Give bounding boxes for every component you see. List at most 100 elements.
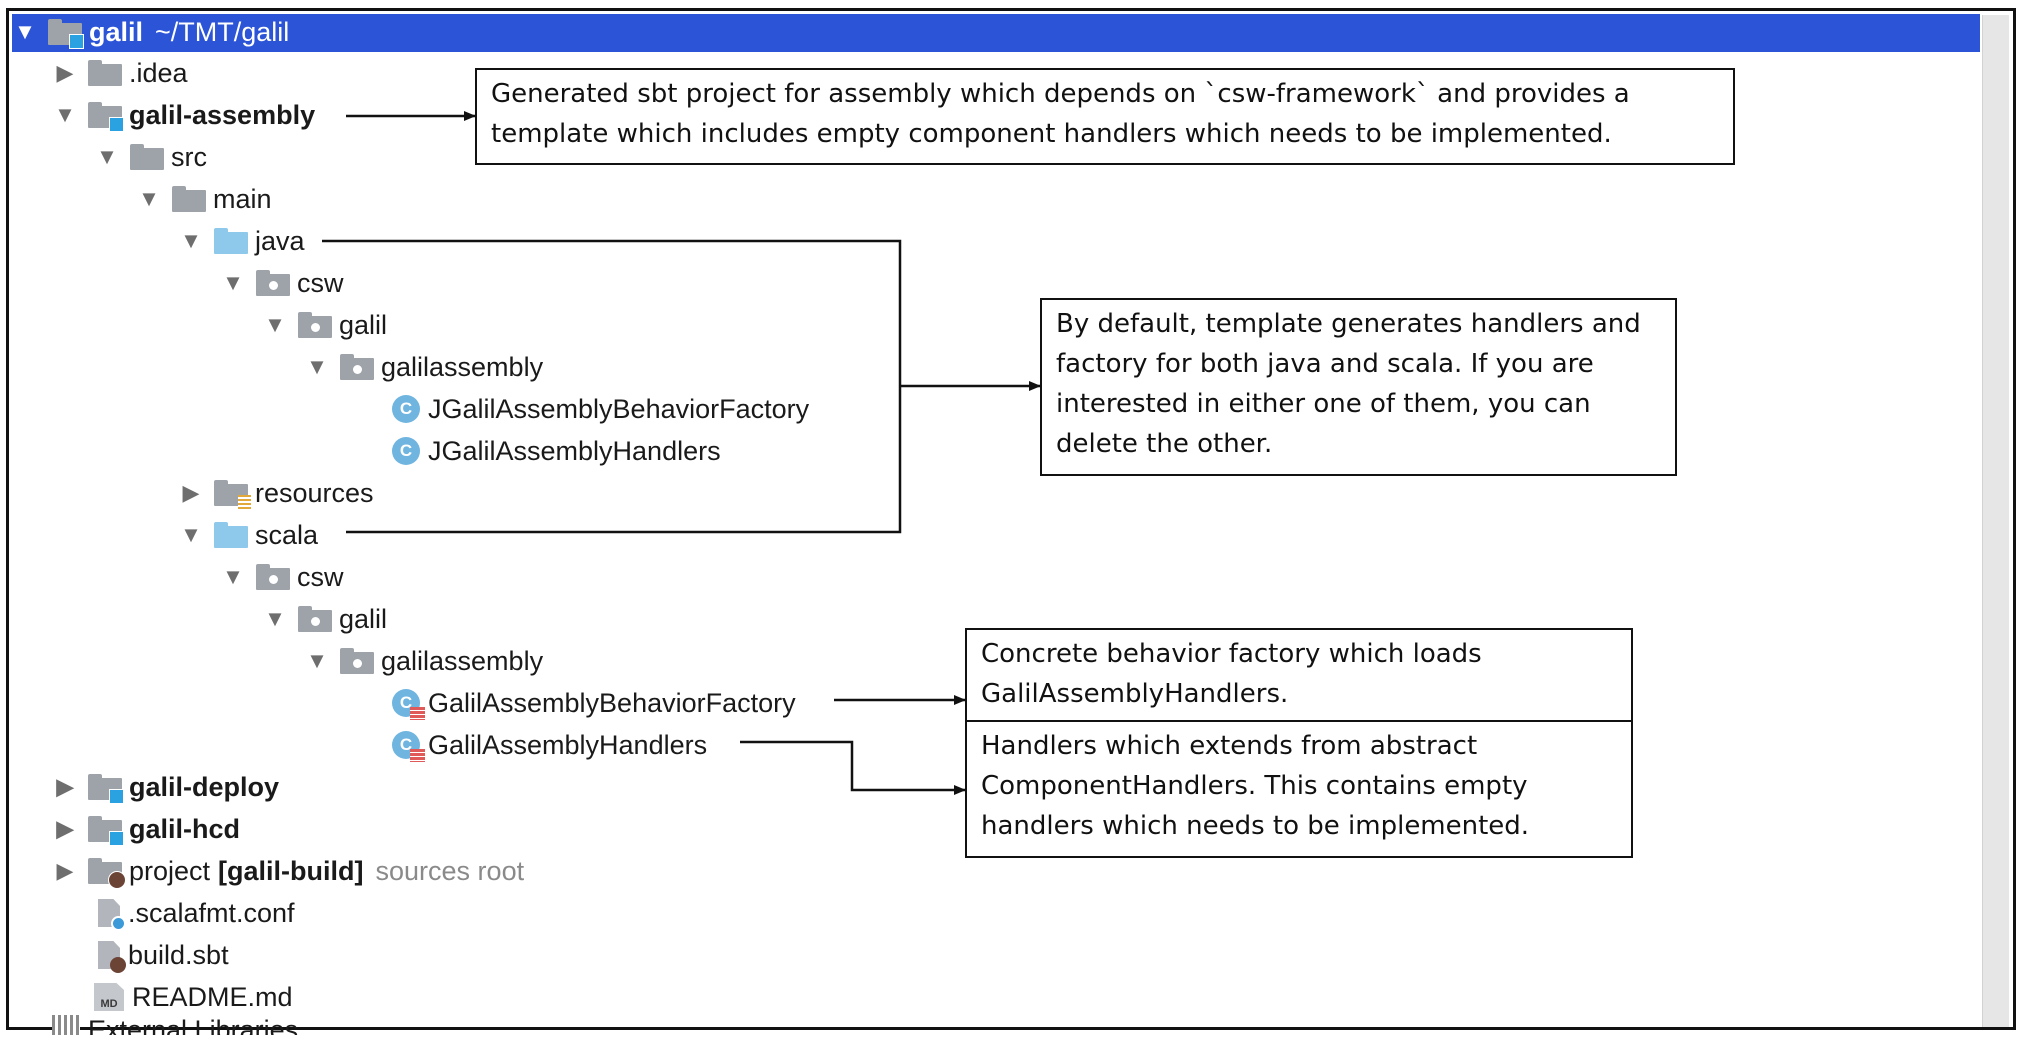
- callout-handlers: Handlers which extends from abstract Com…: [965, 720, 1633, 858]
- tree-label: galilassembly: [381, 645, 544, 676]
- tree-label: galil: [339, 603, 388, 634]
- callout-text: factory for both java and scala. If you …: [1056, 349, 1594, 379]
- tree-row-java-handlers[interactable]: C JGalilAssemblyHandlers: [392, 431, 721, 471]
- tree-row-galil-deploy[interactable]: ▶ galil-deploy: [52, 767, 279, 807]
- sbt-file-icon: [98, 941, 126, 973]
- expand-arrow-icon[interactable]: ▼: [264, 606, 286, 631]
- collapse-arrow-icon[interactable]: ▶: [56, 816, 74, 841]
- libraries-icon: [52, 1015, 80, 1035]
- project-build-name: [galil-build]: [218, 855, 364, 886]
- sources-root-hint: sources root: [375, 855, 525, 886]
- source-folder-icon: [214, 228, 248, 254]
- tree-label: main: [213, 183, 272, 214]
- expand-arrow-icon[interactable]: ▼: [306, 648, 328, 673]
- tree-label: src: [171, 141, 207, 172]
- tree-label: .scalafmt.conf: [128, 897, 295, 928]
- tree-label: .idea: [129, 57, 188, 88]
- tree-row-java-behavior-factory[interactable]: C JGalilAssemblyBehaviorFactory: [392, 389, 809, 429]
- expand-arrow-icon[interactable]: ▼: [180, 228, 202, 253]
- scala-class-icon: C: [392, 731, 425, 762]
- collapse-arrow-icon[interactable]: ▶: [56, 858, 74, 883]
- folder-icon: [130, 144, 164, 170]
- tree-row-build-sbt[interactable]: build.sbt: [98, 935, 229, 975]
- markdown-file-icon: MD: [94, 983, 124, 1011]
- selected-row-highlight: [12, 14, 1980, 52]
- module-folder-icon: [88, 102, 124, 132]
- source-folder-icon: [214, 522, 248, 548]
- tree-row-scala-galil[interactable]: ▼ galil: [262, 599, 387, 639]
- tree-label: csw: [297, 561, 344, 592]
- callout-text: Handlers which extends from abstract: [981, 731, 1478, 761]
- tree-label: build.sbt: [128, 939, 229, 970]
- expand-arrow-icon[interactable]: ▼: [96, 144, 118, 169]
- tree-row-java-csw[interactable]: ▼ csw: [220, 263, 343, 303]
- callout-text: Generated sbt project for assembly which…: [491, 79, 1630, 109]
- tree-label: resources: [255, 477, 374, 508]
- tree-row-main[interactable]: ▼ main: [136, 179, 272, 219]
- expand-arrow-icon[interactable]: ▼: [264, 312, 286, 337]
- java-class-icon: C: [392, 437, 420, 465]
- sbt-project-folder-icon: [88, 858, 126, 889]
- module-folder-icon: [88, 816, 124, 846]
- tree-row-external-libraries[interactable]: External Libraries: [52, 1015, 298, 1035]
- package-icon: [298, 312, 332, 338]
- folder-icon: [88, 60, 122, 86]
- expand-arrow-icon[interactable]: ▼: [54, 102, 76, 127]
- callout-text: interested in either one of them, you ca…: [1056, 389, 1591, 419]
- expand-arrow-icon[interactable]: ▼: [222, 564, 244, 589]
- callout-text: handlers which needs to be implemented.: [981, 811, 1530, 841]
- tree-label: GalilAssemblyHandlers: [428, 729, 708, 760]
- expand-arrow-icon[interactable]: ▼: [306, 354, 328, 379]
- tree-row-scala-handlers[interactable]: C GalilAssemblyHandlers: [392, 725, 707, 765]
- collapse-arrow-icon[interactable]: ▶: [56, 60, 74, 85]
- callout-text: delete the other.: [1056, 429, 1273, 459]
- root-name: galil: [89, 16, 144, 47]
- tree-row-java[interactable]: ▼ java: [178, 221, 304, 261]
- callout-text: template which includes empty component …: [491, 119, 1612, 149]
- tree-row-resources[interactable]: ▶ resources: [178, 473, 374, 513]
- tree-row-root[interactable]: ▼ galil ~/TMT/galil: [12, 12, 289, 52]
- tree-label: JGalilAssemblyHandlers: [428, 435, 721, 466]
- expand-arrow-icon[interactable]: ▼: [222, 270, 244, 295]
- tree-row-scalafmt[interactable]: .scalafmt.conf: [98, 893, 295, 933]
- module-folder-icon: [48, 19, 84, 49]
- folder-icon: [172, 186, 206, 212]
- expand-arrow-icon[interactable]: ▼: [138, 186, 160, 211]
- tree-row-src[interactable]: ▼ src: [94, 137, 207, 177]
- package-icon: [256, 564, 290, 590]
- callout-default-template: By default, template generates handlers …: [1040, 298, 1677, 476]
- expand-arrow-icon[interactable]: ▼: [14, 19, 36, 44]
- tree-row-galil-hcd[interactable]: ▶ galil-hcd: [52, 809, 240, 849]
- project-tool-window: [6, 8, 2016, 1030]
- tree-row-java-galilassembly[interactable]: ▼ galilassembly: [304, 347, 543, 387]
- expand-arrow-icon[interactable]: ▼: [180, 522, 202, 547]
- callout-text: ComponentHandlers. This contains empty: [981, 771, 1528, 801]
- tree-row-scala-csw[interactable]: ▼ csw: [220, 557, 344, 597]
- package-icon: [256, 270, 290, 296]
- scala-connector: [346, 386, 902, 534]
- tree-row-java-galil[interactable]: ▼ galil: [262, 305, 387, 345]
- tree-row-project[interactable]: ▶ project [galil-build] sources root: [52, 851, 524, 891]
- tree-label: README.md: [132, 981, 293, 1012]
- config-file-icon: [98, 899, 126, 931]
- tree-row-readme[interactable]: MD README.md: [94, 977, 293, 1017]
- tree-row-scala-behavior-factory[interactable]: C GalilAssemblyBehaviorFactory: [392, 683, 796, 723]
- callout-assembly: Generated sbt project for assembly which…: [475, 68, 1735, 165]
- tree-row-idea[interactable]: ▶ .idea: [52, 53, 188, 93]
- tree-label: galil-deploy: [129, 771, 280, 802]
- java-class-icon: C: [392, 395, 420, 423]
- handlers-arrow: [740, 740, 966, 795]
- tree-row-galil-assembly[interactable]: ▼ galil-assembly: [52, 95, 315, 135]
- java-connector: [322, 239, 902, 386]
- tree-label: project: [129, 855, 211, 886]
- vertical-scrollbar[interactable]: [1982, 15, 2009, 1027]
- tree-label: galil-assembly: [129, 99, 316, 130]
- tree-row-scala-galilassembly[interactable]: ▼ galilassembly: [304, 641, 543, 681]
- collapse-arrow-icon[interactable]: ▶: [182, 480, 200, 505]
- resources-folder-icon: [214, 480, 251, 509]
- tree-label: galil-hcd: [129, 813, 241, 844]
- tree-row-scala[interactable]: ▼ scala: [178, 515, 318, 555]
- collapse-arrow-icon[interactable]: ▶: [56, 774, 74, 799]
- root-path: ~/TMT/galil: [155, 16, 290, 47]
